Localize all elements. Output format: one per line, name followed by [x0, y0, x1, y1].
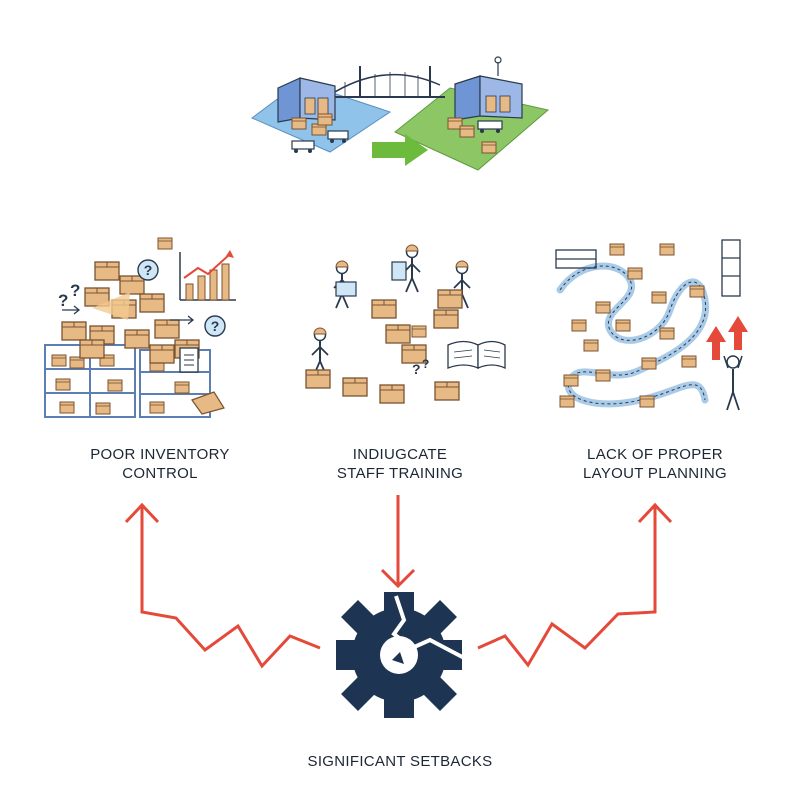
label-line: STAFF TRAINING [336, 465, 464, 482]
svg-text:?: ? [412, 361, 421, 377]
svg-text:?: ? [58, 291, 68, 310]
node-label-significant-setbacks: SIGNIFICANT SETBACKS [250, 752, 550, 771]
label-line: LAYOUT PLANNING [583, 465, 727, 482]
label-line: LACK OF PROPER [587, 446, 723, 463]
inventory-chaos-icon: ? ? [44, 237, 236, 418]
layout-maze-icon [555, 239, 748, 411]
node-label-staff-training: INDIUGCATE STAFF TRAINING [295, 445, 505, 483]
label-line: CONTROL [122, 465, 198, 482]
node-label-layout-planning: LACK OF PROPER LAYOUT PLANNING [545, 445, 765, 483]
feedback-arrows [140, 495, 657, 669]
left-feedback-arrow [140, 505, 321, 669]
right-feedback-arrow [477, 505, 657, 668]
svg-text:?: ? [70, 281, 80, 300]
staff-training-icon: ? ? [305, 244, 506, 404]
warehouse-relocation-icon [251, 56, 550, 171]
node-label-poor-inventory-control: POOR INVENTORY CONTROL [55, 445, 265, 483]
svg-text:?: ? [422, 357, 429, 371]
label-line: INDIUGCATE [352, 446, 448, 463]
label-line: POOR INVENTORY [90, 446, 230, 463]
label-line: SIGNIFICANT SETBACKS [307, 753, 493, 770]
broken-gear-icon [336, 592, 469, 718]
